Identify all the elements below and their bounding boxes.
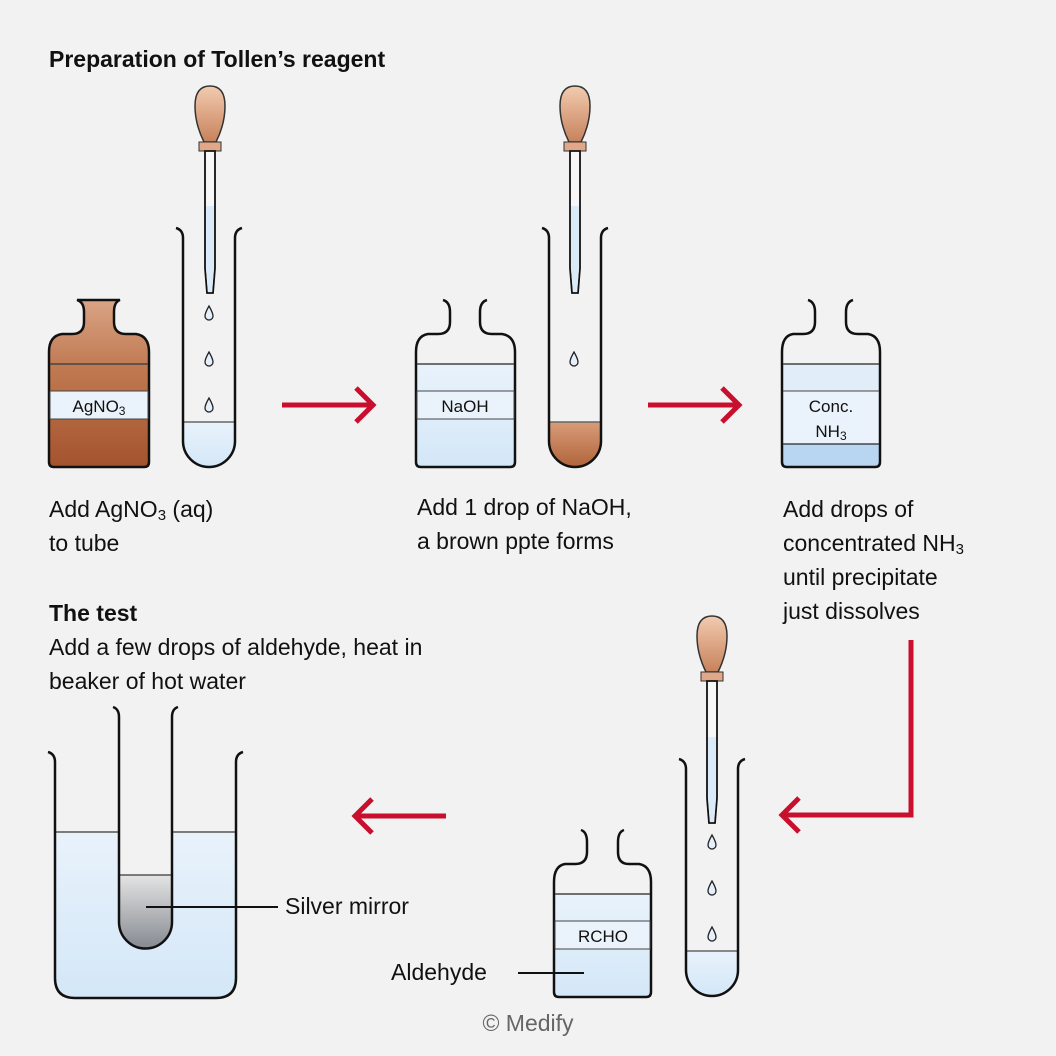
test-tube-2 (541, 226, 609, 469)
dropper-2 (559, 85, 591, 294)
step-3-caption: Add drops of concentrated NH3 until prec… (783, 496, 964, 624)
drop-2 (569, 350, 579, 367)
test-tube-1 (175, 226, 243, 469)
copyright: © Medify (482, 1010, 574, 1036)
step-1-caption: Add AgNO3 (aq) to tube (49, 496, 214, 556)
dropper-3 (696, 615, 728, 824)
silver-mirror-label: Silver mirror (285, 893, 409, 919)
agno3-bottle: AgNO3 (47, 298, 151, 469)
arrow-left (351, 797, 446, 835)
naoh-label: NaOH (441, 397, 488, 416)
step-2-caption: Add 1 drop of NaOH, a brown ppte forms (417, 494, 632, 554)
naoh-bottle: NaOH (414, 298, 517, 469)
rcho-bottle: RCHO (518, 828, 653, 999)
test-section: The test Add a few drops of aldehyde, he… (49, 596, 422, 698)
title: Preparation of Tollen’s reagent (49, 46, 386, 72)
drops-3 (707, 833, 717, 942)
test-tube-3 (678, 757, 746, 998)
agno3-label: AgNO3 (73, 397, 126, 418)
test-heading: The test (49, 600, 138, 626)
arrow-right-1 (282, 386, 377, 424)
rcho-label: RCHO (578, 927, 628, 946)
test-tube-silver-mirror (112, 705, 278, 950)
arrow-bent-down-left (778, 640, 914, 834)
nh3-bottle: Conc. NH3 (780, 298, 882, 469)
nh3-label-1: Conc. (809, 397, 853, 416)
nh3-label-2: NH3 (815, 422, 847, 443)
aldehyde-label: Aldehyde (391, 959, 487, 985)
arrow-right-2 (648, 386, 743, 424)
drops-1 (204, 304, 214, 413)
dropper-1 (194, 85, 226, 294)
